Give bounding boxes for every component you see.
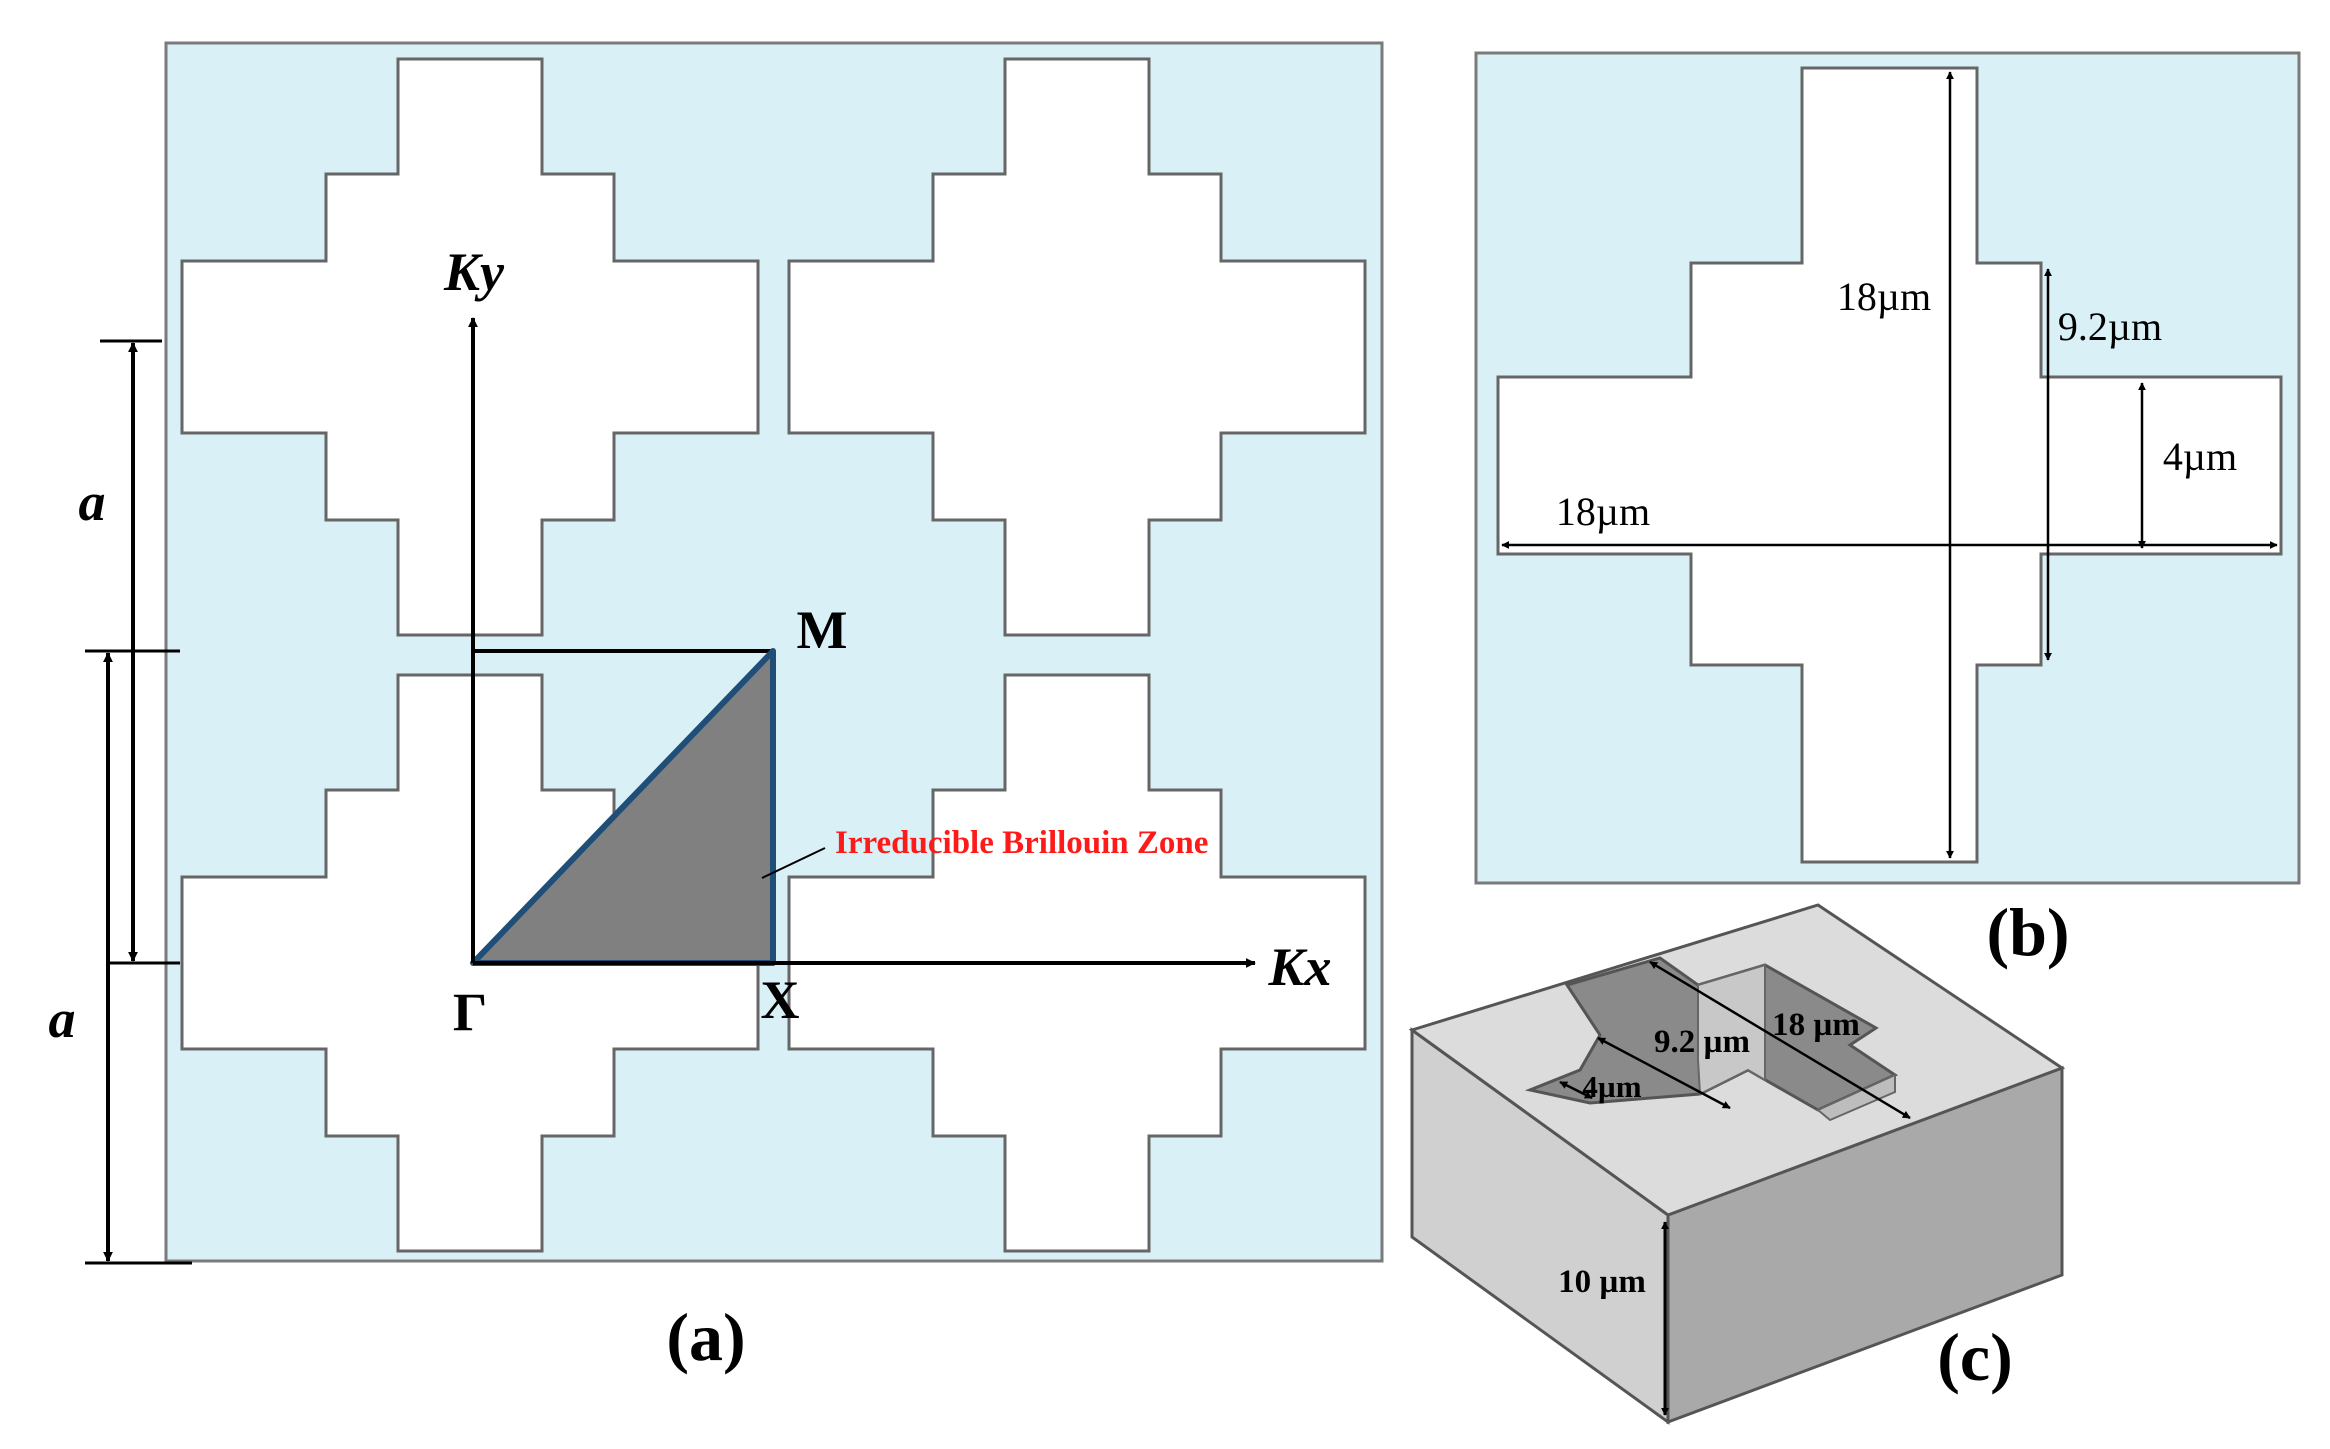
panel-c: 18 µm 9.2 µm 4µm 10 µm (c) bbox=[1408, 903, 2066, 1425]
panel-b: 18µm 18µm 9.2µm 4µm (b) bbox=[1474, 51, 2301, 970]
dim-arrow-length bbox=[1649, 960, 1911, 1120]
panel-a: Ky Kx Γ X M Irreducible Brillouin Zone a… bbox=[49, 41, 1384, 1375]
dim-label-middle: 9.2 µm bbox=[1654, 1024, 1750, 1060]
ibz-leader-line bbox=[761, 847, 826, 879]
dim-label-length: 18µm bbox=[1837, 274, 1931, 319]
dim-label-width: 18µm bbox=[1556, 489, 1650, 534]
kx-axis-label: Kx bbox=[1267, 937, 1331, 997]
panel-c-caption: (c) bbox=[1937, 1319, 2012, 1395]
ky-axis-label: Ky bbox=[443, 242, 505, 302]
x-point-label: X bbox=[761, 970, 800, 1030]
panel-b-caption: (b) bbox=[1986, 894, 2069, 970]
dim-label-height: 10 µm bbox=[1558, 1264, 1646, 1300]
cross-hole-outline bbox=[1496, 66, 2283, 864]
dim-arrow-arm bbox=[1559, 1080, 1593, 1100]
gamma-point-label: Γ bbox=[453, 982, 487, 1042]
m-point-label: M bbox=[797, 600, 848, 660]
dim-arrow-middle bbox=[1597, 1036, 1731, 1110]
dim-label-length: 18 µm bbox=[1772, 1007, 1860, 1043]
dim-label-arm: 4µm bbox=[1582, 1069, 1641, 1104]
panel-a-caption: (a) bbox=[666, 1299, 745, 1375]
ibz-label: Irreducible Brillouin Zone bbox=[835, 825, 1208, 861]
lattice-label-upper: a bbox=[79, 472, 106, 532]
lattice-label-lower: a bbox=[49, 989, 76, 1049]
dim-label-arm: 4µm bbox=[2163, 434, 2237, 479]
dim-label-middle: 9.2µm bbox=[2058, 304, 2162, 349]
